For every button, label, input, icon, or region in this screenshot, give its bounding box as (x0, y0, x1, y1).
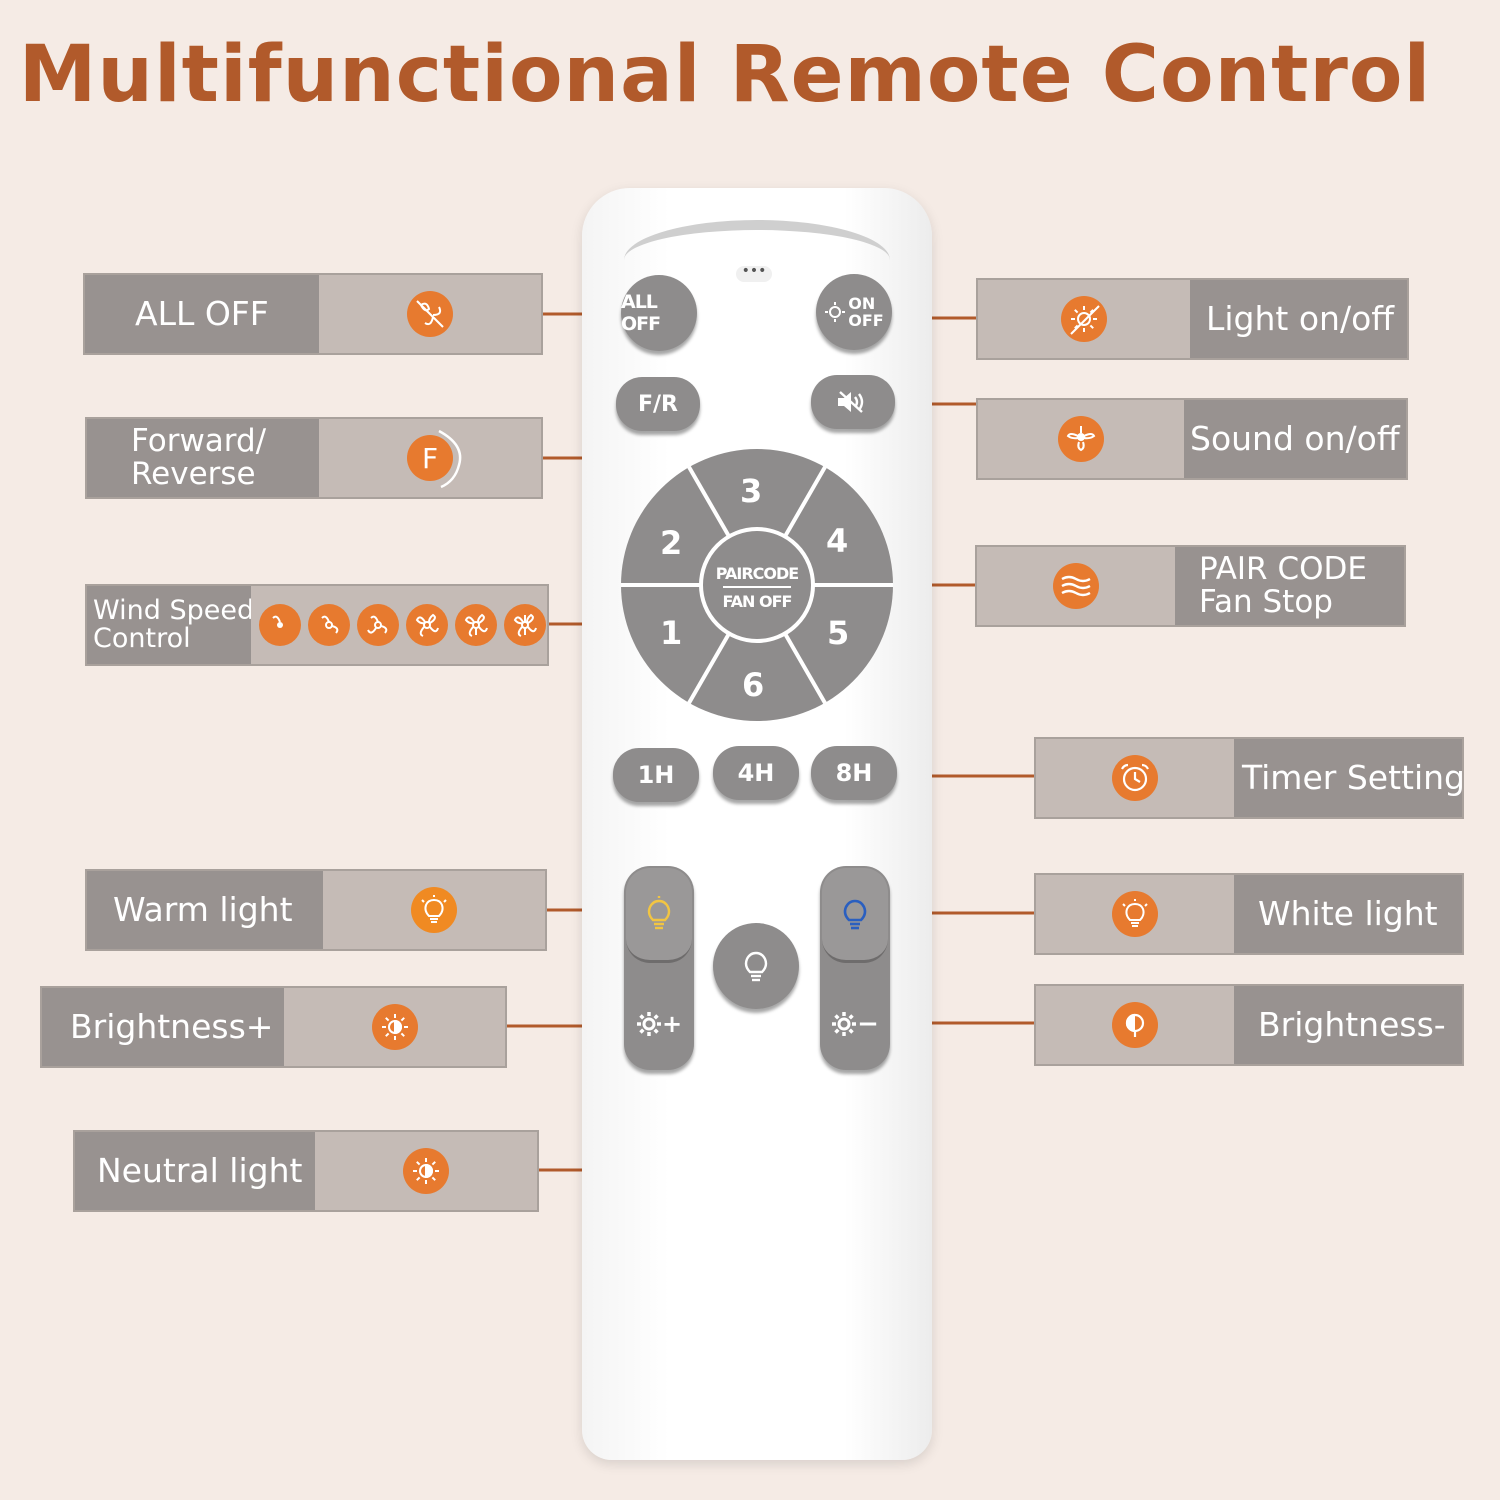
fan-speed-1-icon (259, 604, 301, 646)
alarm-clock-icon (1112, 755, 1158, 801)
card-wind-label-line1: Wind Speed (93, 594, 255, 626)
sound-fan-icon (1058, 416, 1104, 462)
warm-bulb-icon (647, 896, 671, 930)
card-warm-light: Warm light (85, 869, 547, 951)
fan-speed-5-icon (455, 604, 497, 646)
card-all-off-label: ALL OFF (85, 275, 319, 353)
light-icon (825, 302, 846, 322)
wind-wave-icon (1053, 563, 1099, 609)
speed-5-button[interactable]: 5 (827, 614, 850, 652)
light-off-icon (1061, 296, 1107, 342)
mute-speaker-icon (838, 391, 864, 413)
card-light-onoff: Light on/off (976, 278, 1409, 360)
card-timer: Timer Setting (1034, 737, 1464, 819)
card-warm-label: Warm light (87, 871, 323, 949)
minus-sign: − (857, 1009, 879, 1039)
fan-speed-2-icon (308, 604, 350, 646)
card-all-off: ALL OFF (83, 273, 543, 355)
card-wind-label-line2: Control (93, 623, 191, 654)
fan-off-text: FAN OFF (722, 592, 793, 611)
speed-3-button[interactable]: 3 (740, 472, 763, 510)
card-wind-speed: Wind Speed Control (85, 584, 549, 666)
speed-6-button[interactable]: 6 (742, 666, 765, 704)
timer-1h-button[interactable]: 1H (613, 748, 699, 802)
card-pair-code: PAIR CODE Fan Stop (975, 545, 1406, 627)
gear-icon (636, 1012, 661, 1036)
brightness-minus-button[interactable]: − (822, 980, 888, 1068)
brightness-plus-button[interactable]: + (626, 980, 692, 1068)
timer-8h-button[interactable]: 8H (811, 746, 897, 800)
card-bright-plus-label: Brightness+ (42, 988, 284, 1066)
neutral-light-button[interactable] (713, 923, 799, 1009)
plus-sign: + (661, 1010, 683, 1038)
white-light-button[interactable] (822, 868, 888, 963)
speed-2-button[interactable]: 2 (660, 524, 683, 562)
white-bulb-icon (843, 899, 867, 930)
fan-off-icon (407, 291, 453, 337)
on-text: ON (848, 294, 876, 313)
card-light-label: Light on/off (1190, 280, 1407, 358)
sound-button[interactable] (811, 375, 895, 429)
led-dots: ••• (736, 264, 772, 282)
timer-4h-button[interactable]: 4H (713, 746, 799, 800)
white-bulb-icon (1112, 891, 1158, 937)
card-wind-label: Wind Speed Control (87, 586, 255, 664)
card-neutral-light: Neutral light (73, 1130, 539, 1212)
page-title: Multifunctional Remote Control (18, 30, 1432, 120)
card-pair-label-line2: Fan Stop (1199, 584, 1333, 620)
card-forward-reverse: Forward/ Reverse F (85, 417, 543, 499)
light-onoff-button[interactable]: ON OFF (816, 274, 892, 350)
card-timer-label: Timer Setting (1234, 739, 1462, 817)
forward-reverse-button[interactable]: F/R (616, 377, 700, 431)
pair-code-text: PAIRCODE (715, 564, 799, 583)
speed-4-button[interactable]: 4 (826, 522, 849, 560)
ir-window (624, 220, 890, 260)
neutral-bulb-icon (744, 951, 768, 982)
brightness-down-icon (1112, 1002, 1158, 1048)
speed-dial[interactable] (619, 447, 895, 723)
fan-speed-3-icon (357, 604, 399, 646)
card-bright-minus-label: Brightness- (1234, 986, 1462, 1064)
brightness-up-icon (371, 1004, 418, 1050)
all-off-button[interactable]: ALL OFF (621, 275, 697, 351)
speed-1-button[interactable]: 1 (660, 614, 683, 652)
card-fr-label-line2: Reverse (131, 456, 256, 492)
card-pair-label-line1: PAIR CODE (1199, 551, 1367, 588)
card-white-light: White light (1034, 873, 1464, 955)
card-fr-label: Forward/ Reverse (87, 419, 319, 497)
off-text: OFF (848, 311, 884, 330)
card-neutral-label: Neutral light (75, 1132, 315, 1210)
card-pair-label: PAIR CODE Fan Stop (1175, 547, 1404, 625)
fan-speed-6-icon (504, 604, 546, 646)
forward-reverse-icon: F (407, 429, 462, 489)
fr-icon-letter: F (421, 441, 439, 475)
card-brightness-minus: Brightness- (1034, 984, 1464, 1066)
card-white-label: White light (1234, 875, 1462, 953)
warm-light-button[interactable] (626, 868, 692, 963)
card-sound-onoff: Sound on/off (976, 398, 1408, 480)
fan-speed-4-icon (406, 604, 448, 646)
pair-code-button[interactable]: PAIRCODE FAN OFF (705, 560, 809, 616)
card-brightness-plus: Brightness+ (40, 986, 507, 1068)
card-fr-label-line1: Forward/ (131, 423, 267, 460)
card-sound-label: Sound on/off (1184, 400, 1406, 478)
neutral-light-icon (403, 1148, 449, 1194)
warm-bulb-icon (411, 887, 457, 933)
gear-icon (832, 1012, 857, 1036)
